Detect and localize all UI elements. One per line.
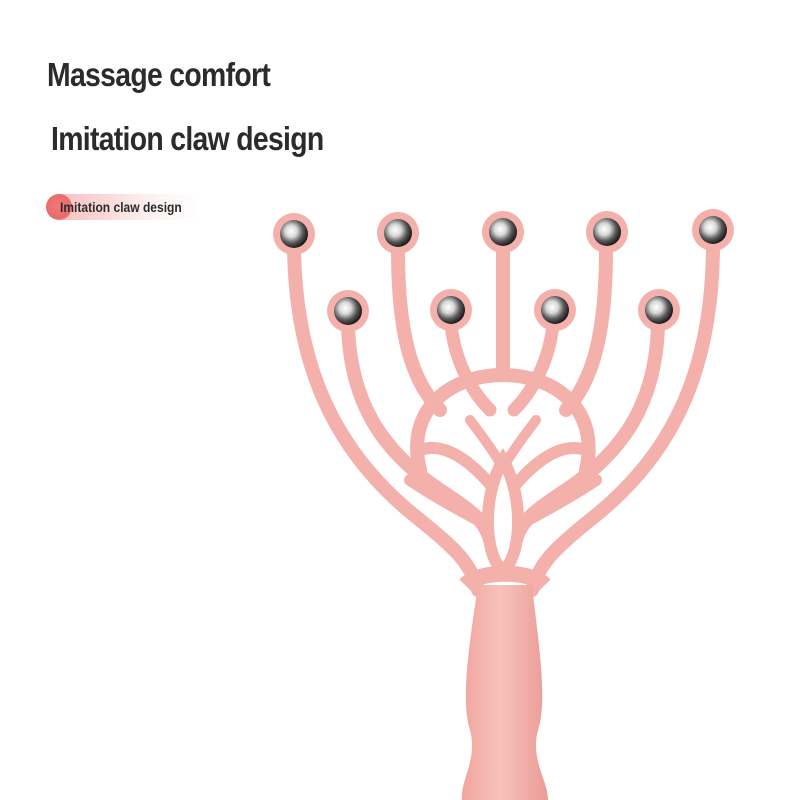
- ball-tip-5: [692, 209, 734, 251]
- ball-tip-8: [534, 289, 576, 331]
- ball-tip-6: [327, 290, 369, 332]
- feature-tag: Imitation claw design: [46, 194, 200, 220]
- ball-tip-3: [482, 211, 524, 253]
- ball-tip-4: [586, 211, 628, 253]
- tag-dot-icon: [46, 194, 72, 220]
- ball-tip-1: [273, 213, 315, 255]
- ball-tip-7: [430, 289, 472, 331]
- headline-secondary: Imitation claw design: [51, 120, 324, 157]
- ball-tips: [273, 209, 734, 332]
- headline-primary: Massage comfort: [47, 56, 271, 93]
- center-drop: [482, 447, 524, 577]
- tag-highlight: [58, 194, 200, 220]
- handle: [461, 585, 548, 800]
- ball-tip-2: [377, 212, 419, 254]
- tag-label: Imitation claw design: [60, 199, 182, 215]
- ball-tip-9: [638, 289, 680, 331]
